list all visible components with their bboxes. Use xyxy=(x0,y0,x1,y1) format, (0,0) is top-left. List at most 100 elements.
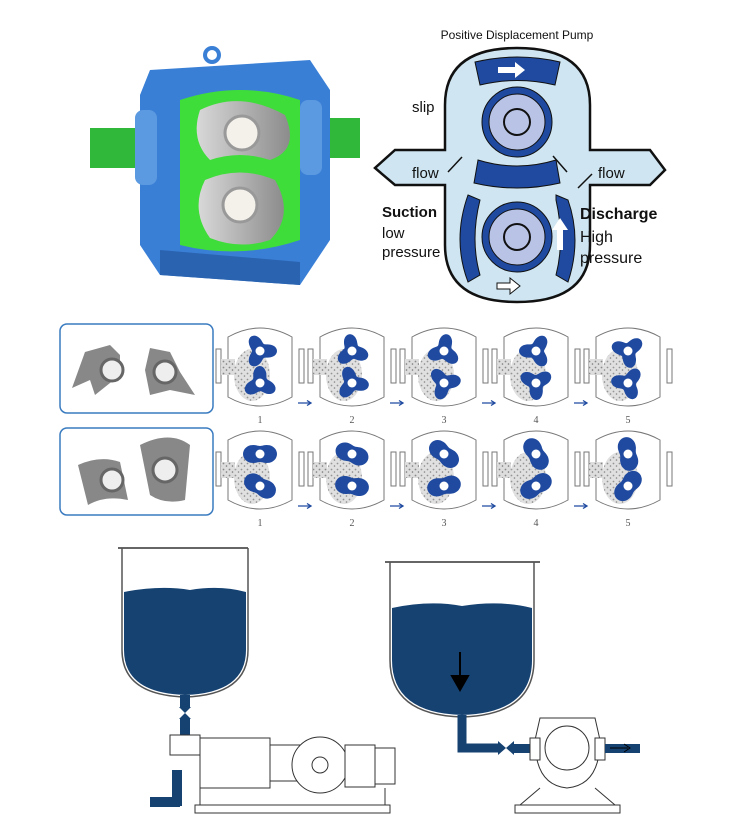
shaft xyxy=(623,346,633,356)
inlet-flange xyxy=(491,451,498,487)
step-number: 4 xyxy=(534,415,539,426)
flow-arrow-icon xyxy=(496,276,521,296)
suction-label: Suction xyxy=(382,204,437,221)
next-step-arrow-icon xyxy=(482,399,497,407)
shaft xyxy=(531,449,541,459)
step-number: 2 xyxy=(350,518,355,529)
step-number: 4 xyxy=(534,518,539,529)
sequence-step: 5 xyxy=(583,327,673,426)
inlet-flange xyxy=(399,451,406,487)
down-arrow-icon xyxy=(450,652,470,693)
outlet-flange xyxy=(574,451,581,487)
shaft xyxy=(439,346,449,356)
sequence-step: 4 xyxy=(491,327,581,426)
valve-icon xyxy=(498,741,514,755)
tank-liquid xyxy=(392,603,532,715)
tank-system-left xyxy=(118,547,396,814)
bi-wing-sequence: 1 2 3 4 5 xyxy=(215,430,673,529)
shaft xyxy=(439,449,449,459)
outlet-flange xyxy=(298,348,305,384)
inlet-flange xyxy=(583,451,590,487)
inlet-flange xyxy=(215,451,222,487)
sequence-step: 2 xyxy=(307,430,397,529)
sequence-step: 3 xyxy=(399,327,489,426)
outlet-flange xyxy=(298,451,305,487)
bi-wing-rotor-box xyxy=(59,427,214,516)
inlet-flange xyxy=(215,348,222,384)
flow-arrow-icon xyxy=(552,155,568,173)
shaft xyxy=(255,378,265,388)
fluid-inlet xyxy=(221,359,235,375)
suction-sub-label: pressure xyxy=(382,244,440,261)
shaft xyxy=(255,346,265,356)
suction-sub-label: low xyxy=(382,225,405,242)
flow-in-label: flow xyxy=(412,165,439,182)
fluid-inlet xyxy=(405,462,419,478)
step-number: 5 xyxy=(626,415,631,426)
shaft xyxy=(623,449,633,459)
step-number: 2 xyxy=(350,415,355,426)
fluid-inlet xyxy=(589,462,603,478)
step-number: 5 xyxy=(626,518,631,529)
flow-out-label: flow xyxy=(598,165,625,182)
fluid-inlet xyxy=(313,462,327,478)
diagram-title: Positive Displacement Pump xyxy=(441,28,594,42)
sequence-step: 2 xyxy=(307,327,397,426)
shaft xyxy=(347,346,357,356)
fluid-inlet xyxy=(221,462,235,478)
shaft xyxy=(623,481,633,491)
outlet-flange xyxy=(666,451,673,487)
shaft xyxy=(255,481,265,491)
step-number: 1 xyxy=(258,518,263,529)
outlet-flange xyxy=(574,348,581,384)
discharge-sub-label: High xyxy=(580,229,613,246)
slip-label: slip xyxy=(412,99,435,116)
positive-displacement-diagram: Positive Displacement Pump slip flow flo… xyxy=(373,28,667,304)
next-step-arrow-icon xyxy=(482,502,497,510)
shaft xyxy=(531,346,541,356)
discharge-label: Discharge xyxy=(580,206,657,223)
fluid-inlet xyxy=(405,359,419,375)
rotation-arrow-icon xyxy=(498,62,525,78)
rotation-arrow-icon xyxy=(552,218,568,250)
valve-icon xyxy=(179,707,191,719)
shaft xyxy=(623,378,633,388)
shaft xyxy=(531,378,541,388)
step-number: 3 xyxy=(442,415,447,426)
flow-arrow-icon xyxy=(447,156,463,173)
next-step-arrow-icon xyxy=(390,399,405,407)
sequence-step: 5 xyxy=(583,430,673,529)
discharge-sub-label: pressure xyxy=(580,250,642,267)
next-step-arrow-icon xyxy=(390,502,405,510)
sequence-step: 3 xyxy=(399,430,489,529)
next-step-arrow-icon xyxy=(574,502,589,510)
inlet-flange xyxy=(399,348,406,384)
next-step-arrow-icon xyxy=(574,399,589,407)
next-step-arrow-icon xyxy=(298,399,313,407)
fluid-inlet xyxy=(497,359,511,375)
sequence-step: 1 xyxy=(215,327,305,426)
flow-arrow-icon xyxy=(577,173,593,189)
sequence-step: 4 xyxy=(491,430,581,529)
tank-liquid xyxy=(124,587,246,695)
inlet-flange xyxy=(583,348,590,384)
fluid-inlet xyxy=(313,359,327,375)
shaft xyxy=(439,481,449,491)
fluid-inlet xyxy=(497,462,511,478)
next-step-arrow-icon xyxy=(298,502,313,510)
shaft xyxy=(347,449,357,459)
outlet-flange xyxy=(482,348,489,384)
inlet-flange xyxy=(307,348,314,384)
inlet-flange xyxy=(491,348,498,384)
shaft xyxy=(255,449,265,459)
tank-system-right xyxy=(385,561,640,814)
outlet-flange xyxy=(390,451,397,487)
sequence-step: 1 xyxy=(215,430,305,529)
shaft xyxy=(347,378,357,388)
tri-lobe-rotor-box xyxy=(59,323,214,414)
tri-lobe-sequence: 1 2 3 4 5 xyxy=(215,327,673,426)
shaft xyxy=(347,481,357,491)
outlet-flange xyxy=(390,348,397,384)
fluid-inlet xyxy=(589,359,603,375)
